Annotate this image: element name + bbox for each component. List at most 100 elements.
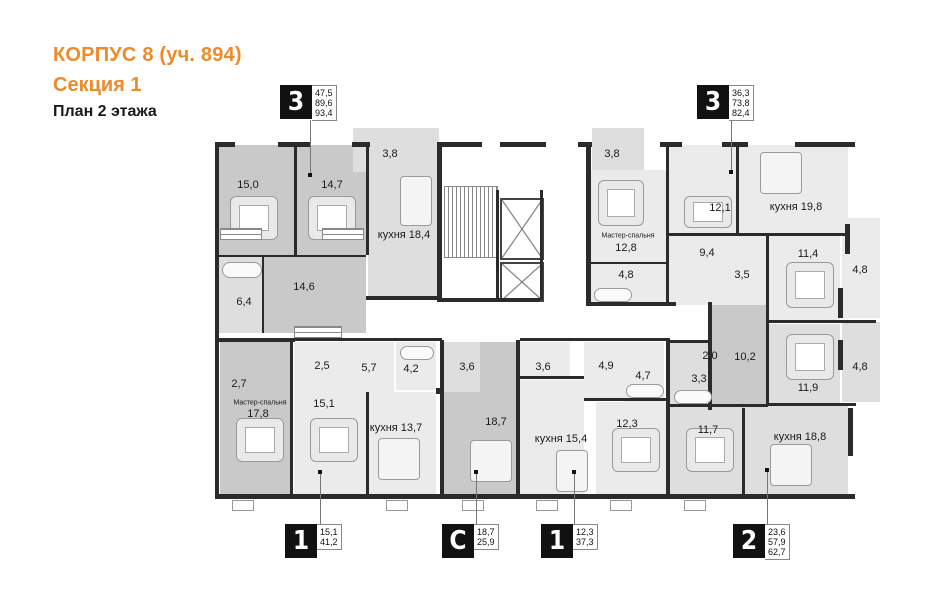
room-label: 3,8: [382, 148, 398, 160]
total-with-balcony: 62,7: [768, 547, 786, 557]
bed: [230, 196, 278, 240]
wall: [352, 142, 370, 147]
balcony-3-8-right[interactable]: [592, 128, 644, 172]
marker-dot: [318, 470, 322, 474]
bathroom-3-6[interactable]: [444, 342, 480, 392]
apartment-badge[interactable]: 3 36,3 73,8 82,4: [697, 85, 754, 121]
room-label: кухня 18,4: [377, 229, 431, 241]
wall: [540, 190, 543, 300]
wall: [442, 142, 482, 147]
rooms-count: 1: [285, 524, 317, 558]
total-area: 25,9: [477, 537, 495, 547]
bed: [310, 418, 358, 462]
wardrobe: [294, 326, 342, 338]
wc-2-0[interactable]: [670, 342, 712, 366]
room-label: 12,1: [709, 202, 731, 214]
apartment-badge[interactable]: 3 47,5 89,6 93,4: [280, 85, 337, 121]
wall: [496, 190, 499, 300]
room-label: 14,6: [293, 281, 315, 293]
wall: [294, 145, 297, 255]
marker-dot: [572, 470, 576, 474]
marker-dot: [765, 468, 769, 472]
apartment-badge[interactable]: 2 23,6 57,9 62,7: [733, 524, 790, 560]
leader-line: [320, 472, 321, 524]
wall: [590, 262, 668, 264]
wc-2-7[interactable]: [220, 342, 250, 392]
room-label: 4,8: [618, 269, 634, 281]
bed: [786, 334, 834, 380]
room-label: 4,7: [635, 370, 651, 382]
sofa: [400, 176, 432, 226]
living-area: 47,5: [315, 88, 333, 98]
hall-14-6[interactable]: [262, 255, 366, 333]
room-label: кухня 13,7: [369, 422, 423, 434]
wardrobe: [220, 228, 262, 240]
total-with-balcony: 93,4: [315, 108, 333, 118]
area-values: 18,7 25,9: [474, 524, 499, 550]
room-label: 3,6: [459, 361, 475, 373]
room-label: 4,2: [403, 363, 419, 375]
wall: [292, 338, 442, 341]
corridor-left[interactable]: [250, 342, 290, 392]
wall: [668, 233, 848, 236]
room-label: 2,7: [231, 378, 247, 390]
room-label: 11,9: [797, 382, 819, 394]
apartment-badge[interactable]: 1 15,1 41,2: [285, 524, 342, 558]
wall: [278, 142, 310, 147]
wall: [215, 142, 219, 498]
wall: [795, 142, 855, 147]
wall: [215, 338, 295, 342]
wall: [218, 255, 366, 257]
wall: [668, 340, 712, 343]
sofa: [378, 438, 420, 480]
wall: [366, 392, 369, 496]
rooms-count: С: [442, 524, 474, 558]
wall: [848, 408, 853, 456]
total-area: 37,3: [576, 537, 594, 547]
wall: [668, 404, 768, 407]
room-label: 14,7: [321, 179, 343, 191]
wardrobe: [322, 228, 364, 240]
apartment-badge[interactable]: 1 12,3 37,3: [541, 524, 598, 558]
leader-line: [574, 472, 575, 524]
bathtub: [222, 262, 262, 278]
sofa: [770, 444, 812, 486]
room-label: 4,9: [598, 360, 614, 372]
hall-10-2[interactable]: [710, 305, 766, 415]
wall: [584, 398, 668, 401]
bathtub: [594, 288, 632, 302]
wall: [578, 142, 592, 147]
wall: [437, 142, 442, 302]
bed: [598, 180, 644, 226]
wall: [766, 320, 876, 323]
marker-dot: [729, 170, 733, 174]
room-label: кухня 19,8: [769, 201, 823, 213]
living-area: 18,7: [477, 527, 495, 537]
wall: [586, 142, 591, 304]
wall: [845, 224, 850, 254]
wall: [722, 142, 748, 147]
wall: [586, 302, 676, 306]
room-label: 11,7: [697, 424, 719, 436]
hall-4-9[interactable]: [584, 342, 624, 398]
storage-2-5[interactable]: [294, 342, 338, 372]
bathtub: [626, 384, 664, 398]
total-area: 57,9: [768, 537, 786, 547]
apartment-badge[interactable]: С 18,7 25,9: [442, 524, 499, 558]
bathroom-3-5[interactable]: [712, 264, 768, 304]
window: [684, 500, 706, 511]
sofa: [760, 152, 802, 194]
balcony-4-8-bottom[interactable]: [842, 322, 880, 402]
room-label: 5,7: [361, 362, 377, 374]
room-label: 18,7: [485, 416, 507, 428]
storage-3-6[interactable]: [520, 342, 570, 376]
bed: [612, 428, 660, 472]
room-label: 3,3: [691, 373, 707, 385]
wall: [766, 403, 856, 406]
living-area: 12,3: [576, 527, 594, 537]
bed: [686, 428, 734, 472]
total-with-balcony: 82,4: [732, 108, 750, 118]
bed: [786, 262, 834, 308]
room-label: Мастер-спальня: [233, 399, 287, 407]
area-values: 36,3 73,8 82,4: [729, 85, 754, 121]
